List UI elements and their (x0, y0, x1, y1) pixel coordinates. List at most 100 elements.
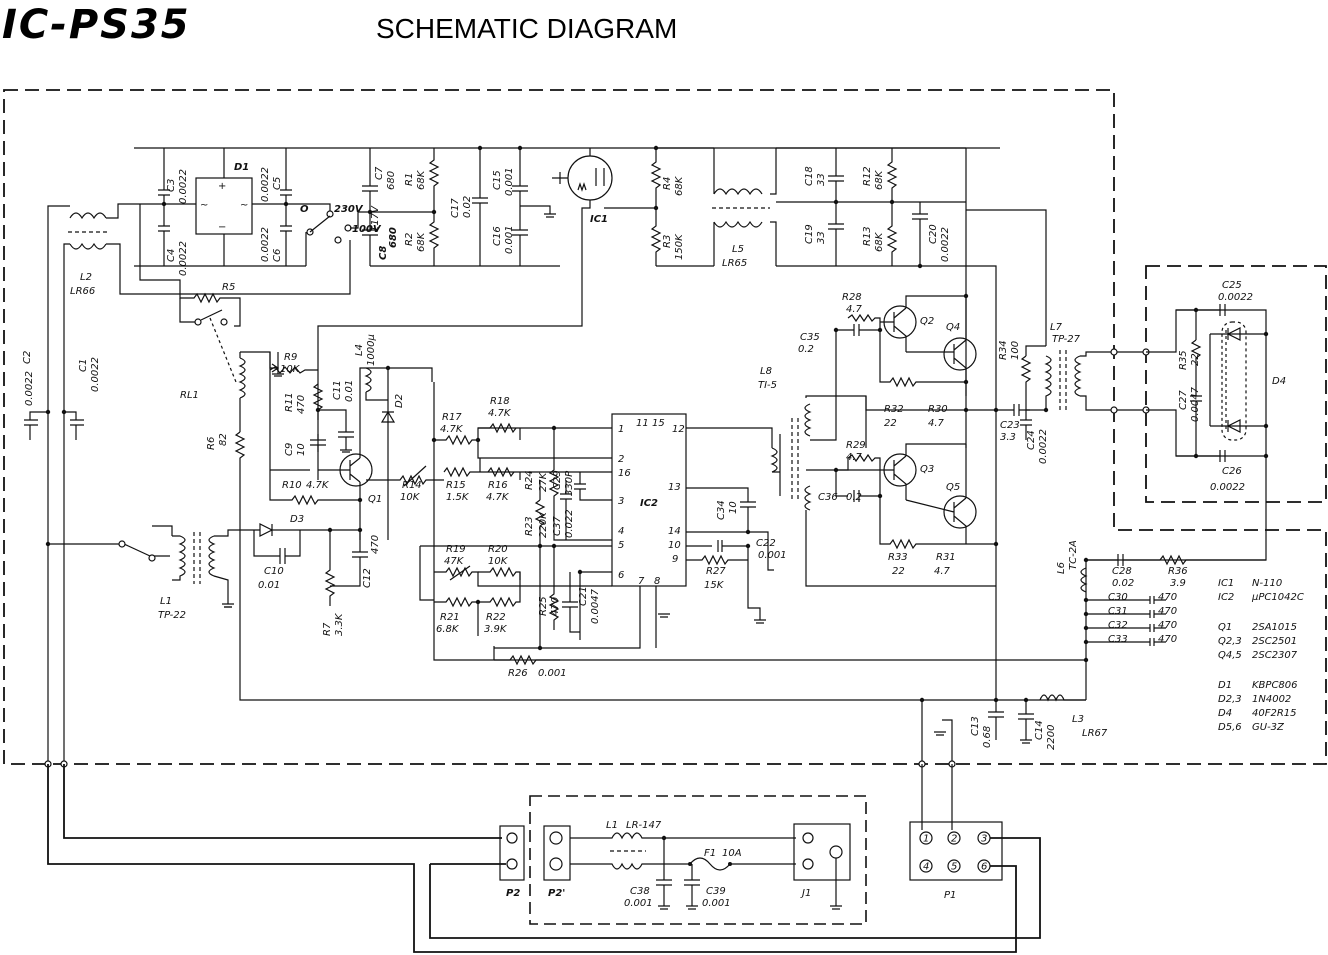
label-pin1: 1 (618, 424, 624, 435)
label-100v: 100V (352, 224, 382, 235)
label-c29: C29 (552, 470, 563, 490)
label-l6v: TC-2A (1068, 540, 1079, 570)
label-r10: R10 (282, 480, 302, 491)
label-r26v: 0.001 (538, 668, 567, 679)
label-c8: C8 (378, 246, 389, 260)
label-c32: C32 (1108, 620, 1128, 631)
label-r24v: 27K (538, 471, 549, 492)
label-c2v: 0.0022 (24, 371, 35, 406)
label-pin3: 3 (618, 496, 624, 507)
legend-ref: D5,6 (1218, 722, 1242, 733)
label-r11: R11 (284, 392, 295, 412)
legend-part: N-110 (1252, 578, 1282, 589)
label-c33: C33 (1108, 634, 1128, 645)
label-r27: R27 (706, 566, 726, 577)
label-r34v: 100 (1010, 341, 1021, 360)
label-r10v: 4.7K (306, 480, 330, 491)
label-r20v: 10K (488, 556, 509, 567)
label-c11: C11 (332, 380, 343, 400)
label-r5: R5 (222, 282, 235, 293)
label-c36v: 0.2 (846, 492, 862, 503)
label-c3v: 0.0022 (178, 169, 189, 204)
label-c27: C27 (1178, 390, 1189, 410)
label-r22v: 3.9K (484, 624, 508, 635)
label-c25v: 0.0022 (1218, 292, 1253, 303)
label-r18: R18 (490, 396, 510, 407)
label-l1v: TP-22 (158, 610, 186, 621)
label-l8: L8 (760, 366, 772, 377)
legend-ref: Q4,5 (1218, 650, 1242, 661)
label-q4: Q4 (946, 322, 960, 333)
label-c25: C25 (1222, 280, 1242, 291)
label-r4v: 68K (674, 175, 685, 196)
label-c21: C21 (578, 586, 589, 606)
label-l1: L1 (160, 596, 172, 607)
label-rl1: RL1 (180, 390, 199, 401)
legend-part: KBPC806 (1252, 680, 1298, 691)
label-c5: C5 (272, 177, 283, 190)
label-c11v: 0.01 (344, 380, 355, 402)
label-r31: R31 (936, 552, 956, 563)
lower-input (44, 760, 1041, 953)
label-r29v: 4.7 (846, 452, 863, 463)
label-r36v: 3.9 (1170, 578, 1186, 589)
label-r17: R17 (442, 412, 462, 423)
p1-pin (947, 859, 961, 873)
label-r30: R30 (928, 404, 948, 415)
label-r27v: 15K (704, 580, 725, 591)
label-r3v: 150K (674, 233, 685, 260)
p1-pin (977, 859, 991, 873)
label-117v: 117V (370, 205, 381, 232)
label-r35v: 22 (1190, 353, 1201, 366)
label-pin15: 15 (652, 418, 665, 429)
label-c31v: 470 (1158, 606, 1177, 617)
label-l4v: 1000μ (366, 334, 377, 366)
label-c8v: 680 (388, 227, 399, 248)
label-r28v: 4.7 (846, 304, 863, 315)
label-r4: R4 (662, 177, 673, 190)
label-r1: R1 (404, 173, 415, 186)
label-r19: R19 (446, 544, 466, 555)
label-c17v: 0.02 (462, 196, 473, 218)
label-c39v: 0.001 (702, 898, 731, 909)
label-ic1: IC1 (590, 214, 608, 225)
label-c4: C4 (166, 249, 177, 262)
label-r22: R22 (486, 612, 506, 623)
label-c35: C35 (800, 332, 820, 343)
label-c6v: 0.0022 (260, 227, 271, 262)
legend-ref: D2,3 (1218, 694, 1242, 705)
p1-pin (947, 831, 961, 845)
main-enclosure (3, 89, 1327, 765)
label-c13v: 0.68 (982, 726, 993, 748)
label-r30v: 4.7 (928, 418, 945, 429)
label-c4v: 0.0022 (178, 241, 189, 276)
label-c28v: 0.02 (1112, 578, 1134, 589)
label-f1v: 10A (722, 848, 742, 859)
label-c27v: 0.0047 (1190, 386, 1201, 422)
label-l7: L7 (1050, 322, 1063, 333)
label-r14: R14 (402, 480, 422, 491)
label-c3: C3 (166, 179, 177, 192)
label-c9v: 10 (296, 443, 307, 456)
label-c23: C23 (1000, 420, 1020, 431)
label-r20: R20 (488, 544, 508, 555)
svg-text:−: − (218, 222, 226, 233)
label-c19v: 33 (816, 231, 827, 244)
label-c31: C31 (1108, 606, 1128, 617)
ac-input-section: + − ~ ~ (24, 147, 1086, 764)
label-pin8: 8 (654, 576, 660, 587)
label-c36: C36 (818, 492, 838, 503)
label-c5v: 0.0022 (260, 167, 271, 202)
filter-enclosure (529, 795, 867, 925)
label-r21v: 6.8K (436, 624, 460, 635)
label-r28: R28 (842, 292, 862, 303)
model-title: IC-PS35 (2, 2, 191, 48)
label-c6: C6 (272, 249, 283, 262)
label-c16: C16 (492, 226, 503, 246)
label-pin7: 7 (638, 576, 645, 587)
label-r33v: 22 (892, 566, 905, 577)
d4-enclosure (1145, 265, 1327, 503)
label-c21v: 0.0047 (590, 588, 601, 624)
legend-ref: Q2,3 (1218, 636, 1242, 647)
label-c24v: 0.0022 (1038, 429, 1049, 464)
